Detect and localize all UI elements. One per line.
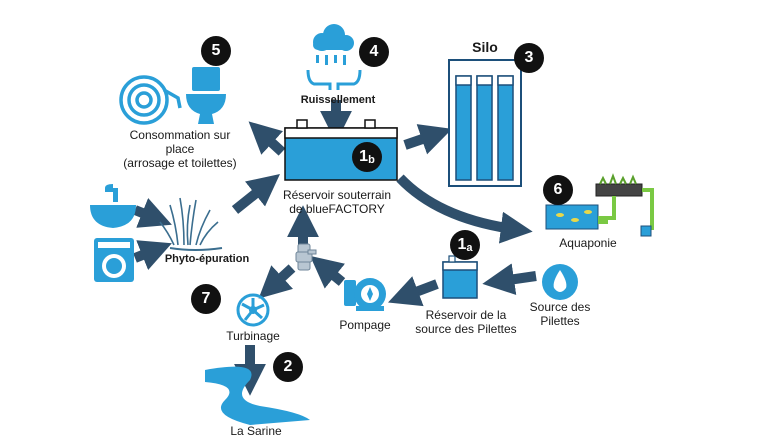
source-label: Source des Pilettes [520, 300, 600, 328]
source-label-line2: Pilettes [540, 314, 580, 328]
rain-cloud-icon [306, 24, 362, 90]
aquaponics-icon [545, 173, 654, 237]
badge-1a-suffix: a [466, 242, 473, 254]
consommation-label: Consommation sur place (arrosage et toil… [110, 128, 250, 170]
arrow-reservoir-to-consommation [248, 121, 286, 156]
reservoir-pilettes-label-line1: Réservoir de la [425, 308, 507, 322]
reservoir-pilettes-label: Réservoir de la source des Pilettes [410, 308, 522, 336]
valve-icon [295, 243, 317, 271]
reservoir-label: Réservoir souterrain de blueFACTORY [262, 188, 412, 216]
consommation-label-line2: place [165, 142, 195, 156]
hose-icon [119, 75, 182, 125]
arrow-valve-to-turbinage [258, 264, 296, 299]
sarine-label: La Sarine [230, 424, 282, 438]
aquaponie-label: Aquaponie [559, 236, 617, 250]
ruissellement-label: Ruissellement [300, 94, 376, 106]
arrow-source-to-tank [482, 263, 537, 296]
turbinage-label: Turbinage [226, 329, 280, 343]
arrow-tank-to-pompage [388, 276, 439, 307]
badge-1b-number: 1 [359, 148, 369, 165]
badge-6: 6 [543, 175, 573, 205]
arrow-pompage-to-valve [310, 255, 346, 289]
reservoir-label-line1: Réservoir souterrain [282, 188, 392, 202]
arrow-phyto-to-reservoir [231, 174, 280, 214]
badge-3: 3 [514, 43, 544, 73]
consommation-label-line3: (arrosage et toilettes) [123, 156, 237, 170]
arrow-reservoir-to-silo [403, 124, 453, 155]
pump-icon [344, 278, 386, 311]
badge-2: 2 [273, 352, 303, 382]
water-drop-icon [542, 264, 578, 300]
arrow-washer-to-phyto [133, 240, 172, 270]
arrow-reservoir-to-aquaponie [396, 174, 533, 244]
reeds-icon [159, 197, 223, 251]
reservoir-pilettes-label-line2: source des Pilettes [415, 322, 517, 336]
silo-icon [448, 59, 522, 187]
consommation-label-line1: Consommation sur [129, 128, 231, 142]
badge-1a-number: 1 [457, 236, 467, 253]
source-label-line1: Source des [529, 300, 591, 314]
sink-icon [90, 184, 136, 228]
badge-7: 7 [191, 284, 221, 314]
tank-icon [442, 255, 478, 299]
pompage-label: Pompage [339, 318, 391, 332]
reservoir-label-line2: de blueFACTORY [289, 202, 385, 216]
silo-label: Silo [472, 39, 498, 55]
phyto-label: Phyto-épuration [164, 253, 250, 265]
badge-1b-suffix: b [368, 154, 375, 166]
turbine-icon [236, 293, 270, 327]
arrow-sink-to-phyto [133, 198, 172, 228]
river-icon [205, 366, 310, 425]
badge-4: 4 [359, 37, 389, 67]
toilet-icon [186, 67, 226, 124]
badge-5: 5 [201, 36, 231, 66]
washing-machine-icon [94, 238, 134, 282]
